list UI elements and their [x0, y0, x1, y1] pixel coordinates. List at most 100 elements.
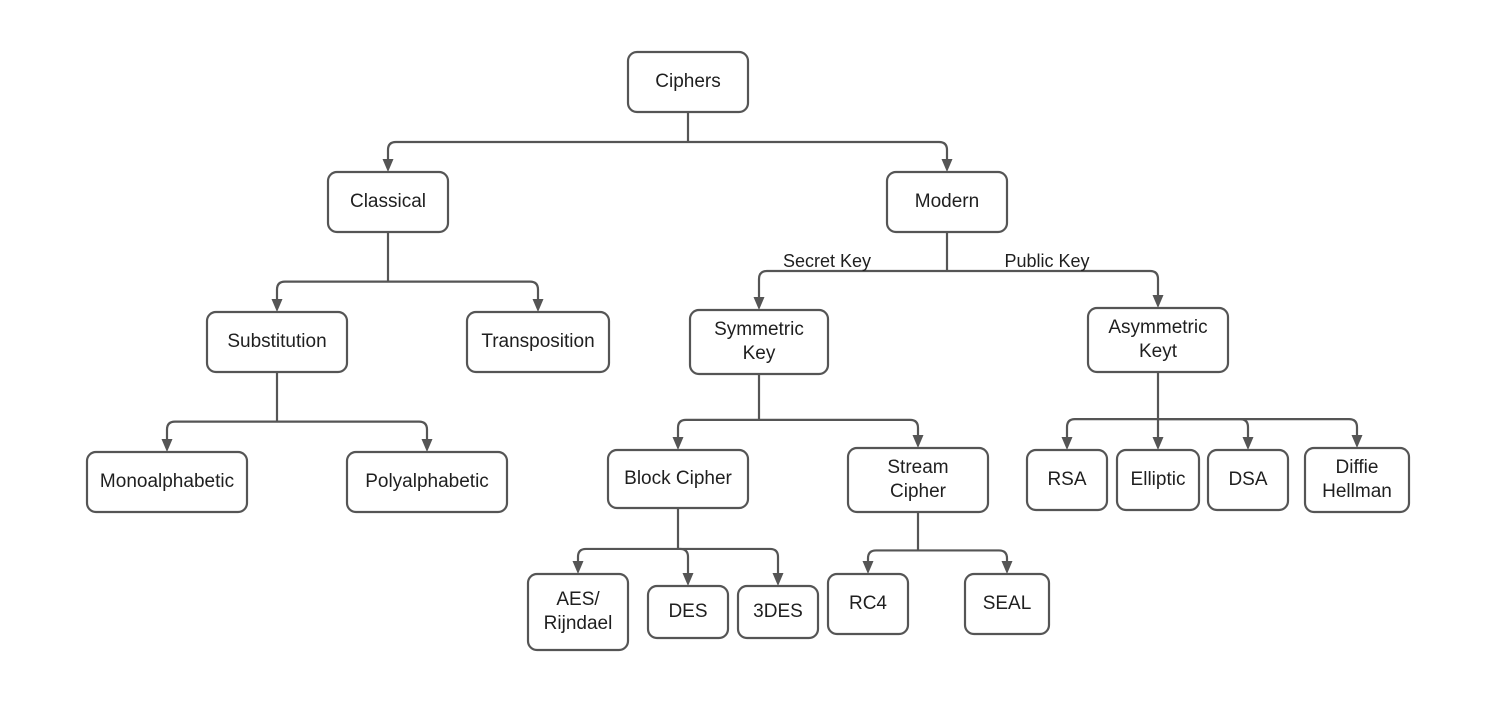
node-monoalphabetic[interactable]: Monoalphabetic [85, 450, 249, 514]
arrowhead-asymmetric-rsa [1061, 437, 1073, 450]
node-label-stream-cipher: Cipher [890, 481, 947, 502]
node-box-substitution[interactable] [205, 310, 349, 374]
edge-symmetric-block [676, 418, 759, 437]
arrowhead-classical-transposition [532, 299, 544, 312]
node-label-symmetric-key: Key [743, 343, 776, 364]
edge-classical-transposition [388, 280, 540, 299]
node-box-transposition[interactable] [465, 310, 611, 374]
edge-asymmetric-dsa [1158, 418, 1250, 437]
node-label-transposition: Transposition [481, 331, 594, 352]
arrowhead-modern-symmetric [753, 297, 765, 310]
node-label-substitution: Substitution [227, 331, 326, 352]
edge-ciphers-modern [688, 140, 949, 159]
node-box-seal[interactable] [963, 572, 1051, 636]
node-block-cipher[interactable]: Block Cipher [606, 448, 750, 510]
node-modern[interactable]: Modern [885, 170, 1009, 234]
node-label-rsa: RSA [1047, 469, 1086, 490]
edge-block-des [678, 547, 690, 573]
edge-block-3des [678, 547, 780, 573]
node-elliptic[interactable]: Elliptic [1115, 448, 1201, 512]
edge-asymmetric-rsa [1065, 418, 1158, 437]
node-label-rc4: RC4 [849, 593, 887, 614]
node-box-stream-cipher[interactable] [846, 446, 990, 514]
node-box-rsa[interactable] [1025, 448, 1109, 512]
node-ciphers[interactable]: Ciphers [626, 50, 750, 114]
node-box-rc4[interactable] [826, 572, 910, 636]
arrowhead-modern-asymmetric [1152, 295, 1164, 308]
node-label-block-cipher: Block Cipher [624, 468, 732, 489]
arrowhead-substitution-poly [421, 439, 433, 452]
node-classical[interactable]: Classical [326, 170, 450, 234]
arrowhead-stream-rc4 [862, 561, 874, 574]
arrowhead-asymmetric-elliptic [1152, 437, 1164, 450]
edge-block-aes [576, 547, 678, 561]
arrowhead-substitution-mono [161, 439, 173, 452]
node-3des[interactable]: 3DES [736, 584, 820, 640]
node-label-stream-cipher: Stream [887, 457, 948, 478]
node-label-dsa: DSA [1228, 469, 1267, 490]
node-label-ciphers: Ciphers [655, 71, 720, 92]
node-box-block-cipher[interactable] [606, 448, 750, 510]
node-box-symmetric-key[interactable] [688, 308, 830, 376]
node-box-elliptic[interactable] [1115, 448, 1201, 512]
arrowhead-asymmetric-diffie [1351, 435, 1363, 448]
node-label-asymmetric-keyt: Keyt [1139, 341, 1178, 362]
arrowhead-block-aes [572, 561, 584, 574]
node-label-des: DES [668, 601, 707, 622]
arrowhead-block-des [682, 573, 694, 586]
node-box-asymmetric-keyt[interactable] [1086, 306, 1230, 374]
node-rsa[interactable]: RSA [1025, 448, 1109, 512]
edge-stream-rc4 [866, 549, 918, 561]
node-box-modern[interactable] [885, 170, 1009, 234]
node-label-asymmetric-keyt: Asymmetric [1108, 317, 1207, 338]
arrowhead-symmetric-stream [912, 435, 924, 448]
arrowhead-classical-substitution [271, 299, 283, 312]
node-aes-rijndael[interactable]: AES/Rijndael [526, 572, 630, 652]
edge-symmetric-stream [759, 418, 920, 435]
node-label-seal: SEAL [983, 593, 1032, 614]
node-label-3des: 3DES [753, 601, 803, 622]
node-label-aes-rijndael: Rijndael [544, 613, 613, 634]
node-label-diffie-hellman: Diffie [1336, 457, 1379, 478]
secret-key-label: Secret Key [783, 251, 871, 271]
node-rc4[interactable]: RC4 [826, 572, 910, 636]
node-box-diffie-hellman[interactable] [1303, 446, 1411, 514]
public-key-label: Public Key [1004, 251, 1089, 271]
node-box-monoalphabetic[interactable] [85, 450, 249, 514]
node-label-monoalphabetic: Monoalphabetic [100, 471, 234, 492]
node-label-polyalphabetic: Polyalphabetic [365, 471, 489, 492]
node-label-diffie-hellman: Hellman [1322, 481, 1392, 502]
node-box-aes-rijndael[interactable] [526, 572, 630, 652]
arrowhead-symmetric-block [672, 437, 684, 450]
node-box-3des[interactable] [736, 584, 820, 640]
node-seal[interactable]: SEAL [963, 572, 1051, 636]
node-box-classical[interactable] [326, 170, 450, 234]
edge-substitution-mono [165, 420, 277, 439]
node-box-ciphers[interactable] [626, 50, 750, 114]
node-box-des[interactable] [646, 584, 730, 640]
node-des[interactable]: DES [646, 584, 730, 640]
node-label-aes-rijndael: AES/ [556, 589, 600, 610]
node-dsa[interactable]: DSA [1206, 448, 1290, 512]
edge-modern-asymmetric [947, 269, 1160, 295]
arrowhead-block-3des [772, 573, 784, 586]
edge-classical-substitution [275, 280, 388, 299]
node-polyalphabetic[interactable]: Polyalphabetic [345, 450, 509, 514]
node-substitution[interactable]: Substitution [205, 310, 349, 374]
edge-stream-seal [918, 549, 1009, 561]
arrowhead-stream-seal [1001, 561, 1013, 574]
arrowhead-ciphers-modern [941, 159, 953, 172]
arrowhead-asymmetric-dsa [1242, 437, 1254, 450]
node-label-modern: Modern [915, 191, 979, 212]
node-box-dsa[interactable] [1206, 448, 1290, 512]
node-transposition[interactable]: Transposition [465, 310, 611, 374]
edge-labels-layer: Secret Key Public Key [783, 251, 1090, 271]
node-box-polyalphabetic[interactable] [345, 450, 509, 514]
